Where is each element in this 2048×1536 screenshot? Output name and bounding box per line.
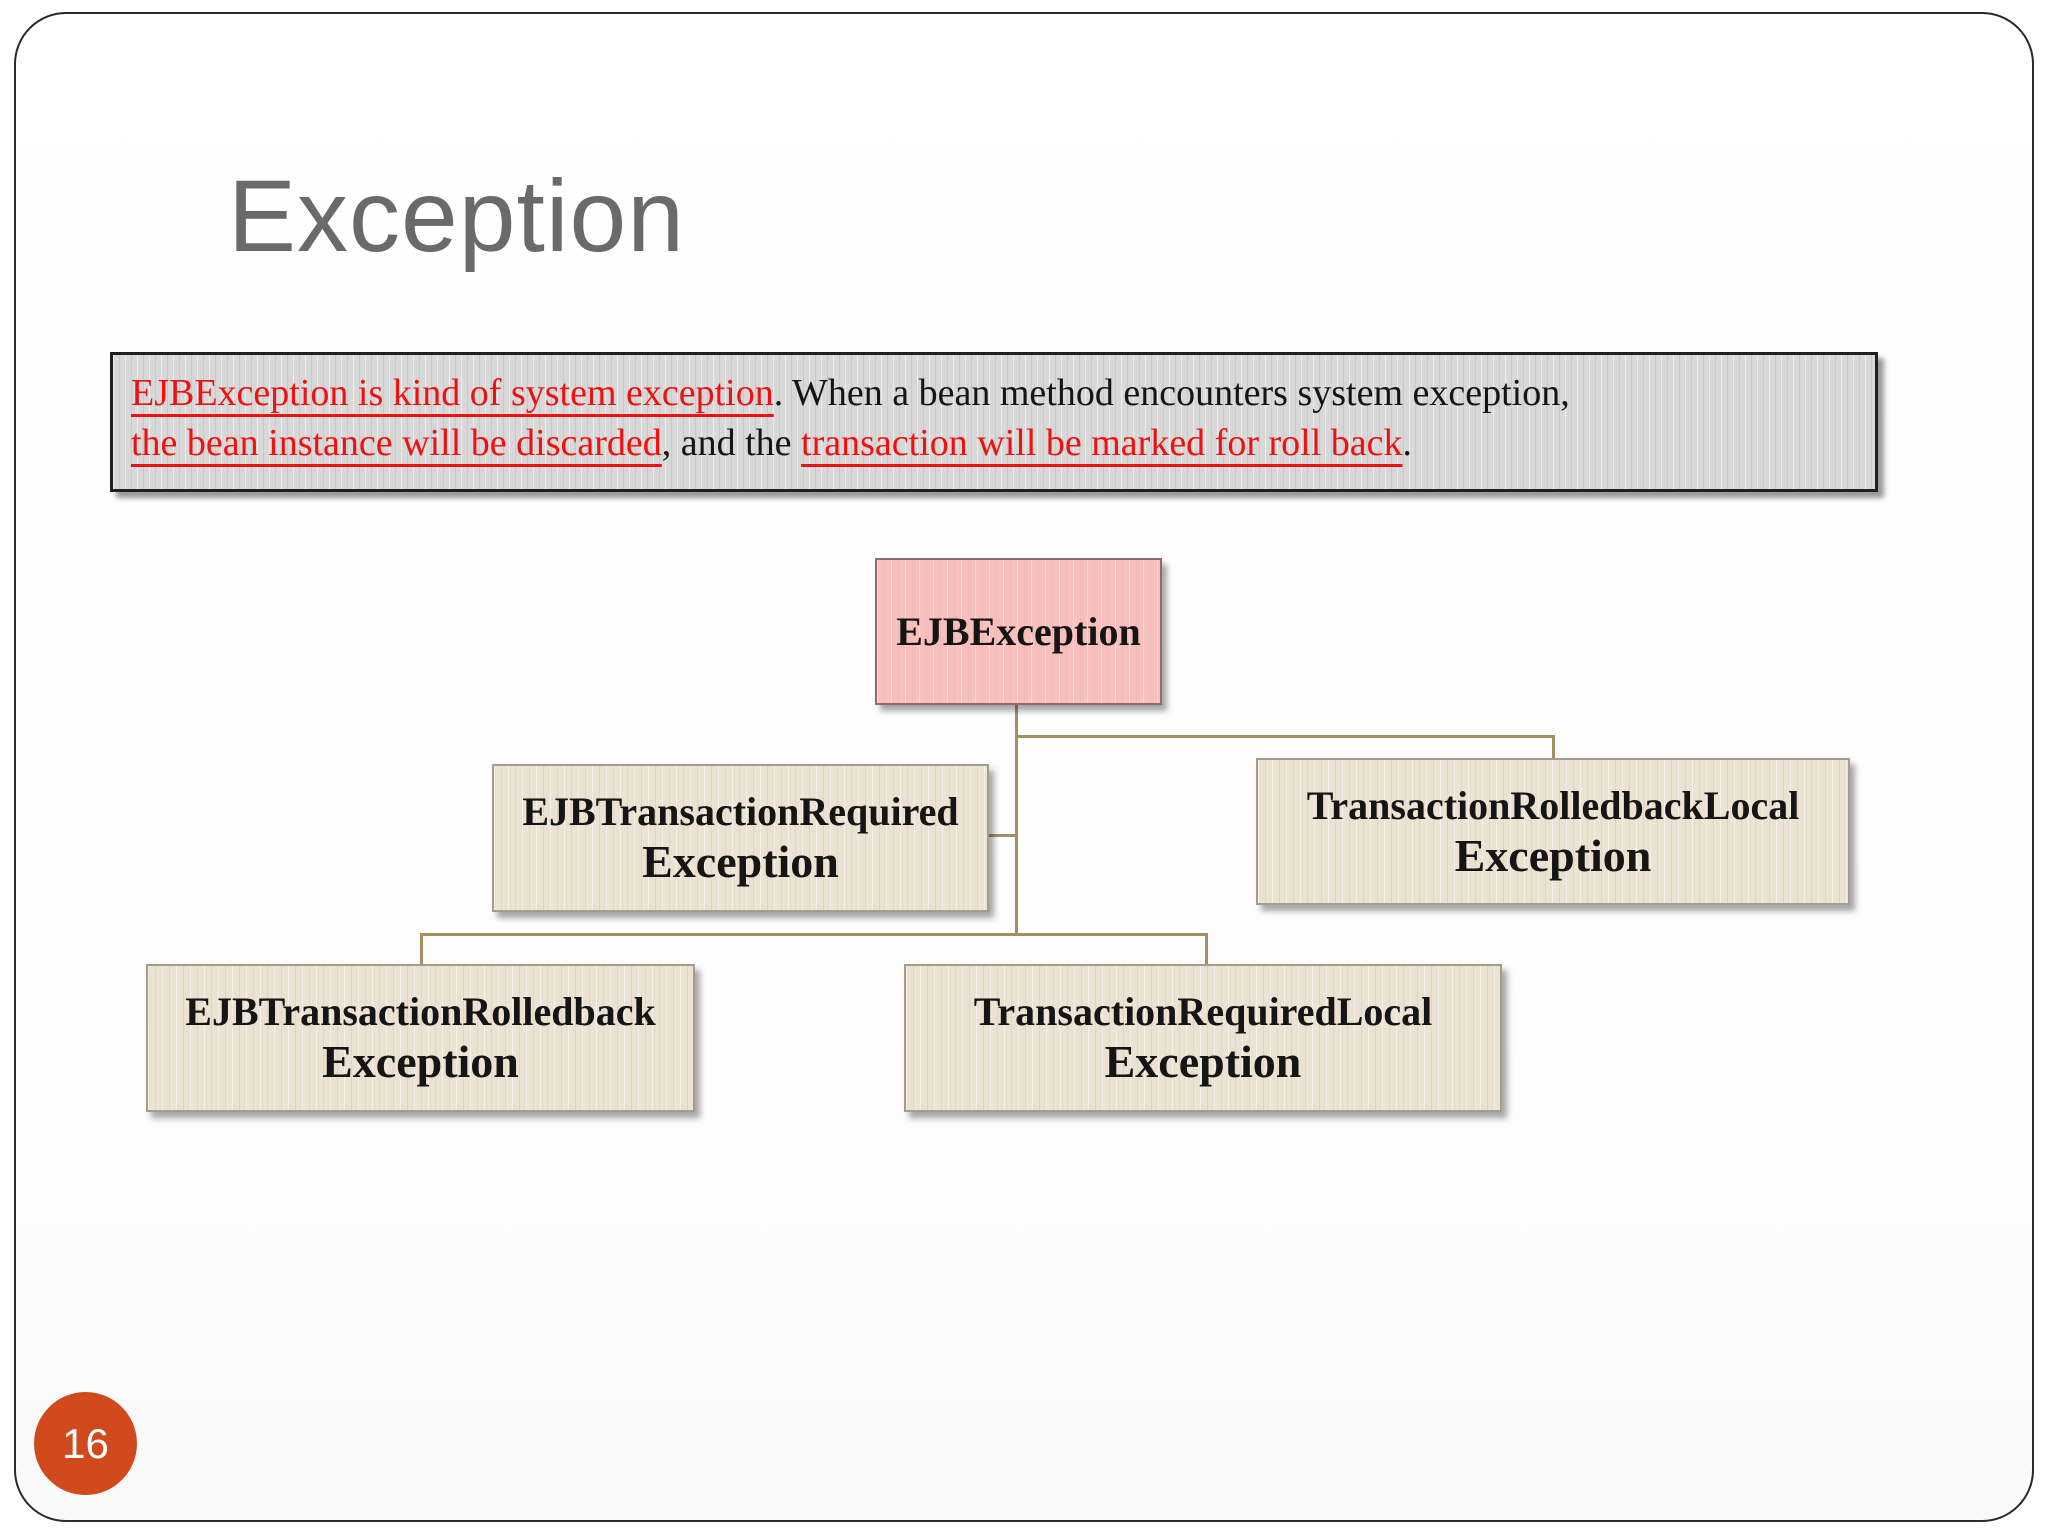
page-title: Exception bbox=[228, 159, 685, 273]
node-label-line1: EJBTransactionRolledback bbox=[185, 989, 656, 1034]
node-ejb-transaction-rolledback-exception: EJBTransactionRolledback Exception bbox=[146, 964, 695, 1112]
node-ejb-transaction-required-exception: EJBTransactionRequired Exception bbox=[492, 764, 989, 912]
page-number-badge: 16 bbox=[34, 1392, 137, 1495]
info-emphasis-text: transaction will be marked for roll back bbox=[801, 422, 1403, 464]
info-plain-text: . bbox=[1402, 422, 1413, 464]
node-label-line2: Exception bbox=[642, 836, 839, 887]
connector-right-branch-horizontal bbox=[1015, 735, 1555, 738]
info-line-1: EJBException is kind of system exception… bbox=[131, 368, 1857, 418]
node-transaction-required-local-exception: TransactionRequiredLocal Exception bbox=[904, 964, 1502, 1112]
node-label-line2: Exception bbox=[1454, 829, 1652, 881]
node-label-line1: EJBTransactionRequired bbox=[522, 789, 959, 834]
node-label-line1: TransactionRolledbackLocal bbox=[1306, 782, 1800, 828]
info-emphasis-text: EJBException is kind of system exception bbox=[131, 372, 774, 414]
connector-bottom-right-drop bbox=[1205, 933, 1208, 966]
connector-bottom-branch-horizontal bbox=[420, 933, 1208, 936]
connector-trunk-vertical bbox=[1015, 704, 1018, 936]
info-plain-text: , and the bbox=[661, 422, 802, 464]
node-label-line2: Exception bbox=[1104, 1036, 1302, 1087]
node-label: EJBException bbox=[896, 608, 1141, 654]
info-line-2: the bean instance will be discarded, and… bbox=[131, 418, 1857, 468]
page-number: 16 bbox=[62, 1419, 109, 1467]
info-plain-text: . When a bean method encounters system e… bbox=[773, 372, 1570, 414]
connector-left-stub-horizontal bbox=[987, 834, 1017, 837]
connector-bottom-left-drop bbox=[420, 933, 423, 966]
info-box: EJBException is kind of system exception… bbox=[110, 352, 1878, 492]
node-ejb-exception: EJBException bbox=[875, 558, 1162, 705]
node-label-line2: Exception bbox=[322, 1036, 519, 1087]
node-label-line1: TransactionRequiredLocal bbox=[973, 989, 1433, 1034]
info-emphasis-text: the bean instance will be discarded bbox=[131, 422, 662, 464]
connector-right-branch-drop bbox=[1552, 735, 1555, 761]
node-transaction-rolledback-local-exception: TransactionRolledbackLocal Exception bbox=[1256, 758, 1850, 905]
